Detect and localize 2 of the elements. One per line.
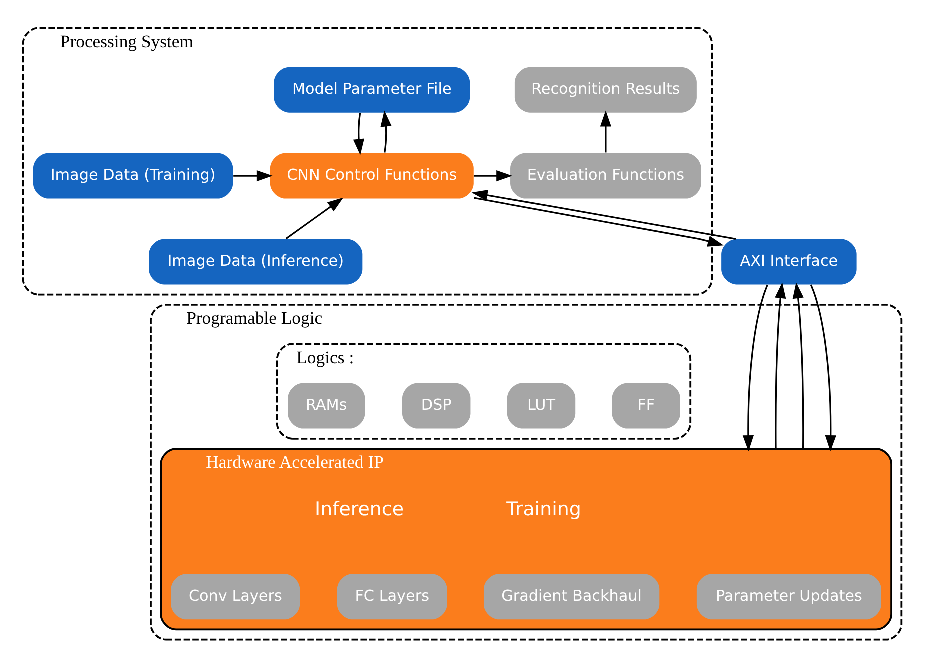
label: Inference	[315, 498, 404, 520]
label: Training	[506, 498, 582, 520]
